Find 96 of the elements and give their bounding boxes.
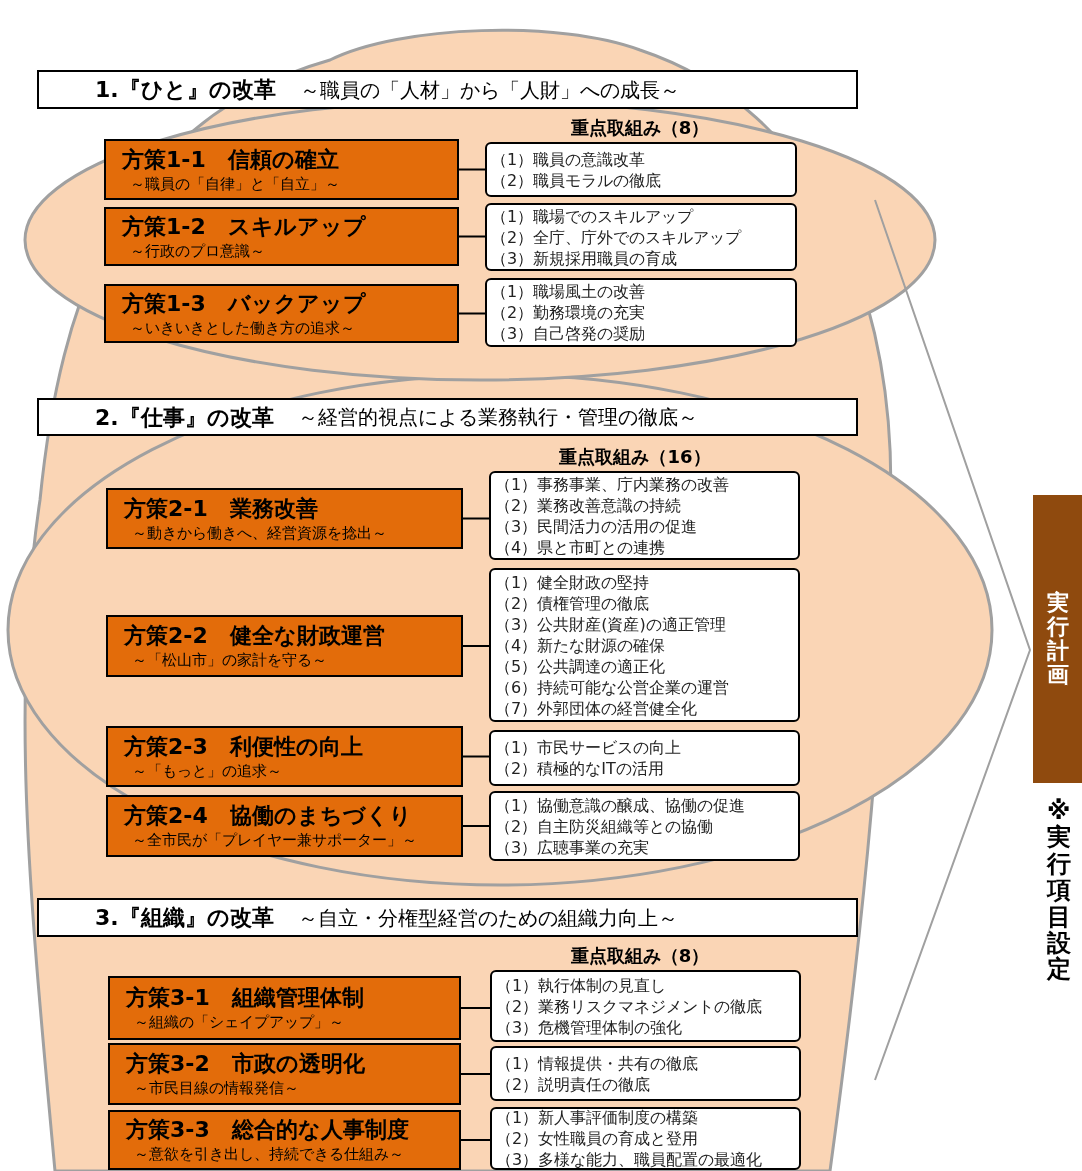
policy-title: 方策1-1 信頼の確立 xyxy=(122,145,340,174)
policy-box xyxy=(104,207,459,266)
policy-title: 方策3-2 市政の透明化 xyxy=(126,1050,366,1078)
policy-subtitle: ～市民目線の情報発信～ xyxy=(133,1078,300,1098)
action-item: （2）全庁、庁外でのスキルアップ xyxy=(491,226,743,248)
policy-box xyxy=(106,795,463,857)
connector-line xyxy=(462,517,490,520)
section-subtitle: ～職員の「人材」から「人財」への成長～ xyxy=(299,76,680,104)
connector-line xyxy=(458,168,486,171)
connector-line xyxy=(458,312,486,315)
policy-box xyxy=(104,139,459,200)
section-title: 3.『組織』の改革 xyxy=(95,904,274,932)
policy-subtitle: ～全市民が「プレイヤー兼サポーター」～ xyxy=(131,830,418,850)
policy-box xyxy=(108,1043,461,1105)
action-item: （4）県と市町との連携 xyxy=(495,536,667,558)
connector-line xyxy=(460,1073,491,1075)
section-header-box xyxy=(37,898,858,937)
policy-box xyxy=(108,976,461,1040)
policy-subtitle: ～行政のプロ意識～ xyxy=(129,240,266,261)
action-list-box xyxy=(489,568,800,722)
action-item: （3）危機管理体制の強化 xyxy=(496,1016,684,1038)
action-item: （2）業務リスクマネジメントの徹底 xyxy=(496,995,764,1017)
action-item: （1）職員の意識改革 xyxy=(491,148,647,170)
plan-box xyxy=(1033,495,1082,783)
connector-line xyxy=(462,645,490,647)
action-item: （3）新規採用職員の育成 xyxy=(491,247,679,269)
policy-title: 方策1-3 バックアップ xyxy=(122,289,367,318)
action-item: （6）持続可能な公営企業の運営 xyxy=(495,676,731,698)
policy-title: 方策2-3 利便性の向上 xyxy=(124,732,364,761)
action-item: （1）執行体制の見直し xyxy=(496,974,668,996)
action-item: （3）公共財産(資産)の適正管理 xyxy=(495,613,727,635)
action-list-box xyxy=(490,970,801,1042)
action-item: （1）職場風土の改善 xyxy=(491,281,647,302)
policy-subtitle: ～職員の「自律」と「自立」～ xyxy=(129,173,341,194)
policy-box xyxy=(106,615,463,677)
policy-title: 方策2-4 協働のまちづくり xyxy=(124,802,413,830)
policy-subtitle: ～「松山市」の家計を守る～ xyxy=(131,650,328,670)
action-item: （3）広聴事業の充実 xyxy=(495,836,651,858)
action-item: （3）民間活力の活用の促進 xyxy=(495,515,699,537)
action-list-box xyxy=(489,791,800,861)
connector-line xyxy=(458,235,486,238)
action-item: （2）説明責任の徹底 xyxy=(496,1073,652,1095)
policy-subtitle: ～組織の「シェイプアップ」～ xyxy=(133,1012,345,1032)
policy-box xyxy=(106,726,463,787)
policy-subtitle: ～「もっと」の追求～ xyxy=(131,760,283,781)
connector-line xyxy=(462,755,490,758)
action-item: （1）健全財政の堅持 xyxy=(495,571,651,593)
action-item: （1）事務事業、庁内業務の改善 xyxy=(495,473,731,495)
policy-box xyxy=(104,284,459,343)
action-list-box xyxy=(490,1046,801,1101)
action-list-box xyxy=(489,471,800,560)
action-item: （3）多様な能力、職員配置の最適化 xyxy=(496,1149,764,1170)
section-header-box xyxy=(37,70,858,109)
policy-box xyxy=(108,1110,461,1170)
action-item: （1）市民サービスの向上 xyxy=(495,737,683,758)
policy-box xyxy=(106,488,463,549)
section-title: 1.『ひと』の改革 xyxy=(95,76,276,104)
section-header-box xyxy=(37,398,858,436)
connector-line xyxy=(460,1139,491,1141)
policy-title: 方策3-3 総合的な人事制度 xyxy=(126,1116,410,1144)
action-item: （2）積極的なITの活用 xyxy=(495,758,665,779)
action-list-box xyxy=(485,142,797,197)
section-title: 2.『仕事』の改革 xyxy=(95,403,274,432)
action-list-box xyxy=(489,730,800,786)
action-item: （2）勤務環境の充実 xyxy=(491,302,647,323)
connector-line xyxy=(460,1007,491,1009)
action-item: （1）協働意識の醸成、協働の促進 xyxy=(495,794,747,816)
priority-heading: 重点取組み（16） xyxy=(558,445,712,469)
action-item: （4）新たな財源の確保 xyxy=(495,634,667,656)
action-list-box xyxy=(485,203,797,271)
policy-title: 方策2-1 業務改善 xyxy=(124,494,319,523)
action-item: （7）外郭団体の経営健全化 xyxy=(495,697,699,719)
section-subtitle: ～自立・分権型経営のための組織力向上～ xyxy=(297,904,678,932)
policy-title: 方策1-2 スキルアップ xyxy=(122,212,367,241)
plan-title: 実行計画 xyxy=(1046,590,1069,688)
action-item: （1）職場でのスキルアップ xyxy=(491,205,695,227)
priority-heading: 重点取組み（8） xyxy=(569,944,711,968)
action-item: （2）自主防災組織等との協働 xyxy=(495,815,715,837)
policy-subtitle: ～いきいきとした働き方の追求～ xyxy=(129,317,356,338)
action-list-box xyxy=(490,1107,801,1170)
action-item: （1）新人事評価制度の構築 xyxy=(496,1107,700,1128)
action-item: （2）女性職員の育成と登用 xyxy=(496,1128,700,1149)
action-item: （5）公共調達の適正化 xyxy=(495,655,667,677)
policy-title: 方策2-2 健全な財政運営 xyxy=(124,622,386,650)
policy-subtitle: ～意欲を引き出し、持続できる仕組み～ xyxy=(133,1144,405,1164)
action-item: （2）業務改善意識の持続 xyxy=(495,494,683,516)
section-subtitle: ～経営的視点による業務執行・管理の徹底～ xyxy=(297,404,698,431)
action-item: （2）債権管理の徹底 xyxy=(495,592,651,614)
action-item: （1）情報提供・共有の徹底 xyxy=(496,1052,700,1074)
policy-title: 方策3-1 組織管理体制 xyxy=(126,984,365,1012)
connector-line xyxy=(462,825,490,827)
priority-heading: 重点取組み（8） xyxy=(569,116,711,140)
action-item: （2）職員モラルの徹底 xyxy=(491,169,663,191)
action-list-box xyxy=(485,278,797,347)
action-item: （3）自己啓発の奨励 xyxy=(491,323,647,344)
policy-subtitle: ～動きから働きへ、経営資源を捻出～ xyxy=(131,522,388,543)
